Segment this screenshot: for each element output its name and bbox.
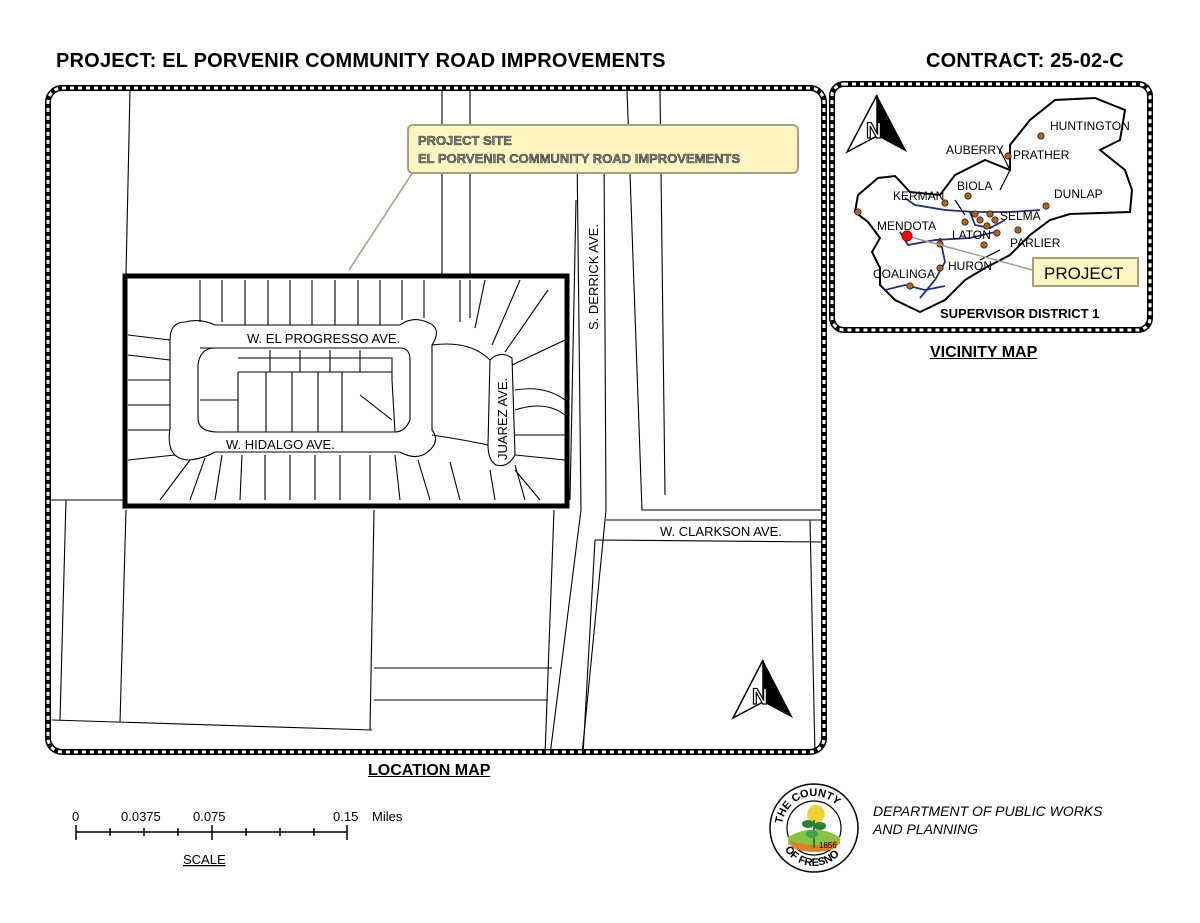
scale-bar: 0 0.0375 0.075 0.15 Miles SCALE — [72, 809, 403, 867]
contract-number: CONTRACT: 25-02-C — [926, 50, 1124, 72]
location-map[interactable]: W. EL PROGRESSO AVE. W. HIDALGO AVE. JUA… — [44, 84, 828, 756]
vicinity-map[interactable]: HUNTINGTON AUBERRY PRATHER KERMAN BIOLA … — [826, 78, 1156, 336]
town-huron: HURON — [948, 259, 992, 273]
town-selma: SELMA — [1000, 209, 1041, 223]
vicinity-map-caption: VICINITY MAP — [930, 344, 1038, 361]
town-parlier: PARLIER — [1010, 236, 1061, 250]
town-prather: PRATHER — [1013, 148, 1070, 162]
street-label-el-progresso: W. EL PROGRESSO AVE. — [247, 331, 400, 346]
scale-unit: Miles — [372, 809, 403, 824]
town-dunlap: DUNLAP — [1054, 187, 1103, 201]
town-kerman: KERMAN — [893, 189, 944, 203]
scale-tick-1: 0.0375 — [121, 809, 161, 824]
vicinity-north-label: N — [866, 118, 882, 143]
callout-line-2: EL PORVENIR COMMUNITY ROAD IMPROVEMENTS — [418, 151, 740, 166]
scale-tick-0: 0 — [72, 809, 79, 824]
location-map-frame — [45, 85, 827, 755]
town-auberry: AUBERRY — [946, 143, 1004, 157]
project-title: PROJECT: EL PORVENIR COMMUNITY ROAD IMPR… — [56, 50, 666, 72]
project-label: PROJECT — [1044, 264, 1123, 283]
county-outline — [853, 96, 1134, 314]
north-arrow-label: N — [752, 684, 768, 709]
project-label-box — [1032, 257, 1139, 287]
town-coalinga: COALINGA — [873, 267, 935, 281]
vicinity-north-arrow-icon: N — [845, 94, 907, 154]
town-mendota: MENDOTA — [877, 219, 936, 233]
town-biola: BIOLA — [957, 179, 992, 193]
street-label-derrick: S. DERRICK AVE. — [586, 224, 601, 330]
project-location-marker[interactable] — [901, 230, 913, 242]
callout-line-1: PROJECT SITE — [418, 133, 512, 148]
scale-tick-2: 0.075 — [193, 809, 226, 824]
street-label-juarez: JUAREZ AVE. — [495, 378, 510, 460]
supervisor-district-label: SUPERVISOR DISTRICT 1 — [940, 306, 1099, 321]
scale-tick-3: 0.15 — [333, 809, 358, 824]
street-label-clarkson: W. CLARKSON AVE. — [660, 524, 782, 539]
project-site-callout — [407, 124, 799, 174]
town-laton: LATON — [952, 228, 991, 242]
scale-label: SCALE — [183, 852, 226, 867]
street-label-hidalgo: W. HIDALGO AVE. — [226, 437, 335, 452]
location-map-caption: LOCATION MAP — [368, 762, 491, 779]
seal-year: 1856 — [819, 841, 837, 850]
project-boundary[interactable] — [122, 273, 570, 509]
department-line-2: AND PLANNING — [873, 821, 979, 837]
town-huntington: HUNTINGTON — [1050, 119, 1130, 133]
county-seal-logo: THE COUNTY OF FRESNO 1856 — [769, 783, 859, 873]
north-arrow-icon: N — [731, 659, 793, 720]
department-line-1: DEPARTMENT OF PUBLIC WORKS — [873, 803, 1103, 819]
